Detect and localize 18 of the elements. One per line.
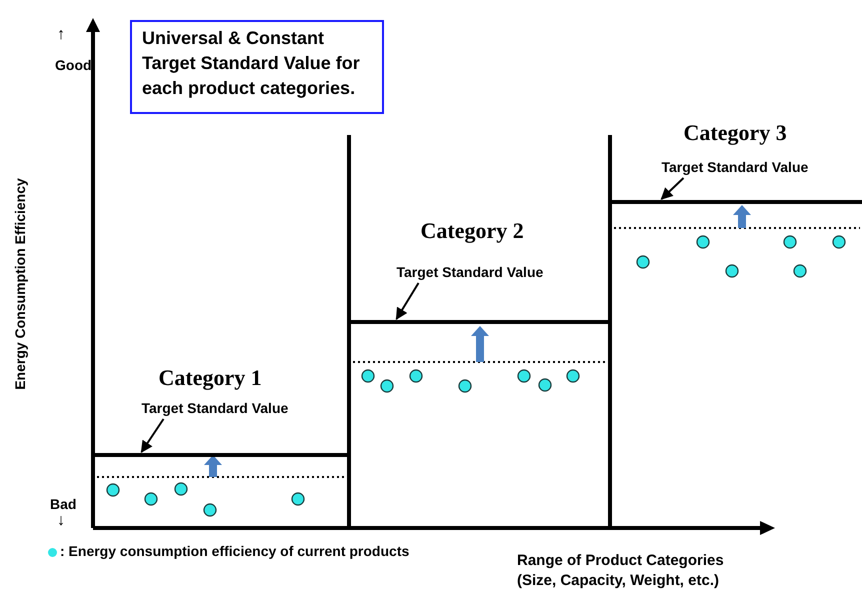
target-label: Target Standard Value <box>396 264 544 280</box>
category-heading: Category 1 <box>158 365 262 391</box>
axis-end-label: Bad <box>50 496 76 512</box>
arrow-symbol: ↓ <box>57 512 65 530</box>
title-box: Universal & Constant Target Standard Value for each product categories. <box>130 20 384 114</box>
leader-arrow <box>660 177 684 200</box>
axis-end-label: Good <box>55 57 92 73</box>
category-heading: Category 3 <box>684 120 787 146</box>
leader-arrow <box>396 282 420 320</box>
axis-title: Range of Product Categories <box>517 552 724 569</box>
target-label: Target Standard Value <box>662 159 808 175</box>
target-label: Target Standard Value <box>142 400 288 416</box>
legend-text: : Energy consumption efficiency of current products <box>60 542 410 561</box>
axis-title: Energy Consumption Efficiency <box>12 177 28 392</box>
axis-title: (Size, Capacity, Weight, etc.) <box>517 572 719 589</box>
arrow-symbol: ↑ <box>57 26 65 44</box>
category-heading: Category 2 <box>420 218 524 244</box>
leader-arrow <box>140 418 164 453</box>
